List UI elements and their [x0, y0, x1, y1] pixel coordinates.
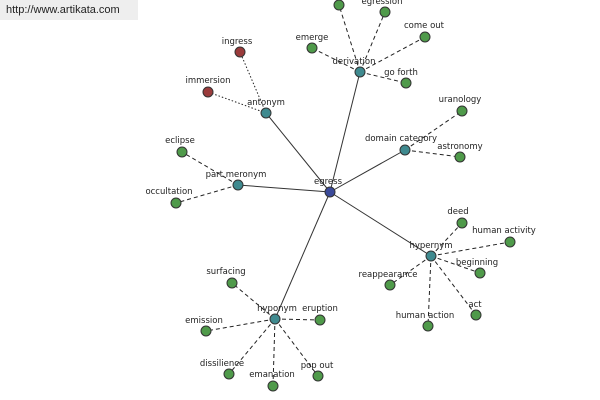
edge-hypernym-beginning [430, 255, 481, 274]
term-label-human-action: human action [396, 311, 455, 321]
relation-label-domain-category: domain category [365, 134, 437, 144]
edge-egress-antonym [265, 112, 331, 193]
edge-derivation-go-forth [359, 71, 407, 84]
term-node-emanation[interactable] [267, 380, 279, 392]
edge-part-meronym-occultation [175, 184, 239, 204]
edge-hyponym-dissilience [228, 318, 276, 375]
term-node-egression[interactable] [379, 6, 391, 18]
term-node-deed[interactable] [456, 217, 468, 229]
relation-node-derivation[interactable] [354, 66, 366, 78]
edge-domain-category-astronomy [404, 149, 461, 158]
term-node-occultation[interactable] [170, 197, 182, 209]
term-label-eclipse: eclipse [165, 136, 195, 146]
center-label-egress: egress [314, 177, 343, 187]
term-label-human-activity: human activity [472, 226, 536, 236]
term-label-pop-out: pop out [301, 361, 334, 371]
term-node-emission[interactable] [200, 325, 212, 337]
term-label-beginning: beginning [456, 258, 498, 268]
term-node-eruption[interactable] [314, 314, 326, 326]
site-url-banner[interactable]: http://www.artikata.com [0, 0, 138, 20]
term-label-surfacing: surfacing [206, 267, 245, 277]
relation-label-part-meronym: part meronym [206, 170, 267, 180]
edge-derivation-derivation-top [338, 4, 361, 73]
edge-antonym-ingress [239, 51, 267, 114]
edge-derivation-egression [359, 11, 386, 73]
term-label-emerge: emerge [296, 33, 329, 43]
term-label-uranology: uranology [439, 95, 482, 105]
label-layer: egression come out emerge go forth ingress im… [145, 0, 535, 380]
term-label-occultation: occultation [145, 187, 192, 197]
edge-hyponym-pop-out [274, 318, 319, 377]
term-label-ingress: ingress [222, 37, 253, 47]
term-node-go-forth[interactable] [400, 77, 412, 89]
relation-label-hypernym: hypernym [409, 241, 452, 251]
term-node-act[interactable] [470, 309, 482, 321]
edge-hyponym-surfacing [231, 282, 276, 320]
term-node-human-activity[interactable] [504, 236, 516, 248]
term-label-act: act [468, 300, 482, 310]
relation-node-antonym[interactable] [260, 107, 272, 119]
term-node-derivation-top[interactable] [333, 0, 345, 11]
relation-node-hypernym[interactable] [425, 250, 437, 262]
term-node-come-out[interactable] [419, 31, 431, 43]
term-node-uranology[interactable] [456, 105, 468, 117]
center-node-egress[interactable] [324, 186, 336, 198]
term-label-dissilience: dissilience [200, 359, 244, 369]
term-label-emanation: emanation [249, 370, 295, 380]
edge-hypernym-human-activity [430, 241, 511, 257]
term-label-astronomy: astronomy [437, 142, 482, 152]
term-node-surfacing[interactable] [226, 277, 238, 289]
term-node-beginning[interactable] [474, 267, 486, 279]
edge-egress-part-meronym [237, 184, 331, 193]
node-layer [170, 0, 516, 392]
term-node-reappearance[interactable] [384, 279, 396, 291]
term-node-ingress[interactable] [234, 46, 246, 58]
relation-label-derivation: derivation [332, 57, 375, 67]
edge-domain-category-uranology [404, 110, 463, 151]
term-node-immersion[interactable] [202, 86, 214, 98]
term-node-emerge[interactable] [306, 42, 318, 54]
term-label-reappearance: reappearance [359, 270, 418, 280]
relation-node-domain-category[interactable] [399, 144, 411, 156]
term-node-astronomy[interactable] [454, 151, 466, 163]
relation-label-hyponym: hyponym [257, 304, 297, 314]
relation-label-antonym: antonym [247, 98, 285, 108]
relation-node-part-meronym[interactable] [232, 179, 244, 191]
edge-egress-hyponym [274, 191, 331, 320]
term-label-deed: deed [447, 207, 468, 217]
term-label-emission: emission [185, 316, 223, 326]
term-node-pop-out[interactable] [312, 370, 324, 382]
term-label-eruption: eruption [302, 304, 338, 314]
edge-egress-derivation [329, 71, 361, 193]
term-node-eclipse[interactable] [176, 146, 188, 158]
term-label-immersion: immersion [185, 76, 230, 86]
relation-node-hyponym[interactable] [269, 313, 281, 325]
edge-derivation-emerge [311, 47, 361, 73]
edge-hypernym-deed [430, 222, 463, 257]
term-node-dissilience[interactable] [223, 368, 235, 380]
term-label-go-forth: go forth [384, 68, 418, 78]
edge-hypernym-reappearance [389, 255, 432, 286]
edge-hyponym-emission [205, 318, 276, 332]
edge-hyponym-eruption [274, 318, 321, 321]
term-label-egression: egression [362, 0, 403, 7]
edge-hypernym-act [430, 255, 477, 316]
edge-hypernym-human-action [427, 255, 432, 327]
edge-egress-hypernym [329, 191, 432, 257]
edge-derivation-come-out [359, 36, 426, 73]
term-node-human-action[interactable] [422, 320, 434, 332]
edge-egress-domain-category [329, 149, 406, 193]
edge-layer [175, 4, 511, 387]
edge-part-meronym-eclipse [181, 151, 239, 186]
term-label-come-out: come out [404, 21, 445, 31]
